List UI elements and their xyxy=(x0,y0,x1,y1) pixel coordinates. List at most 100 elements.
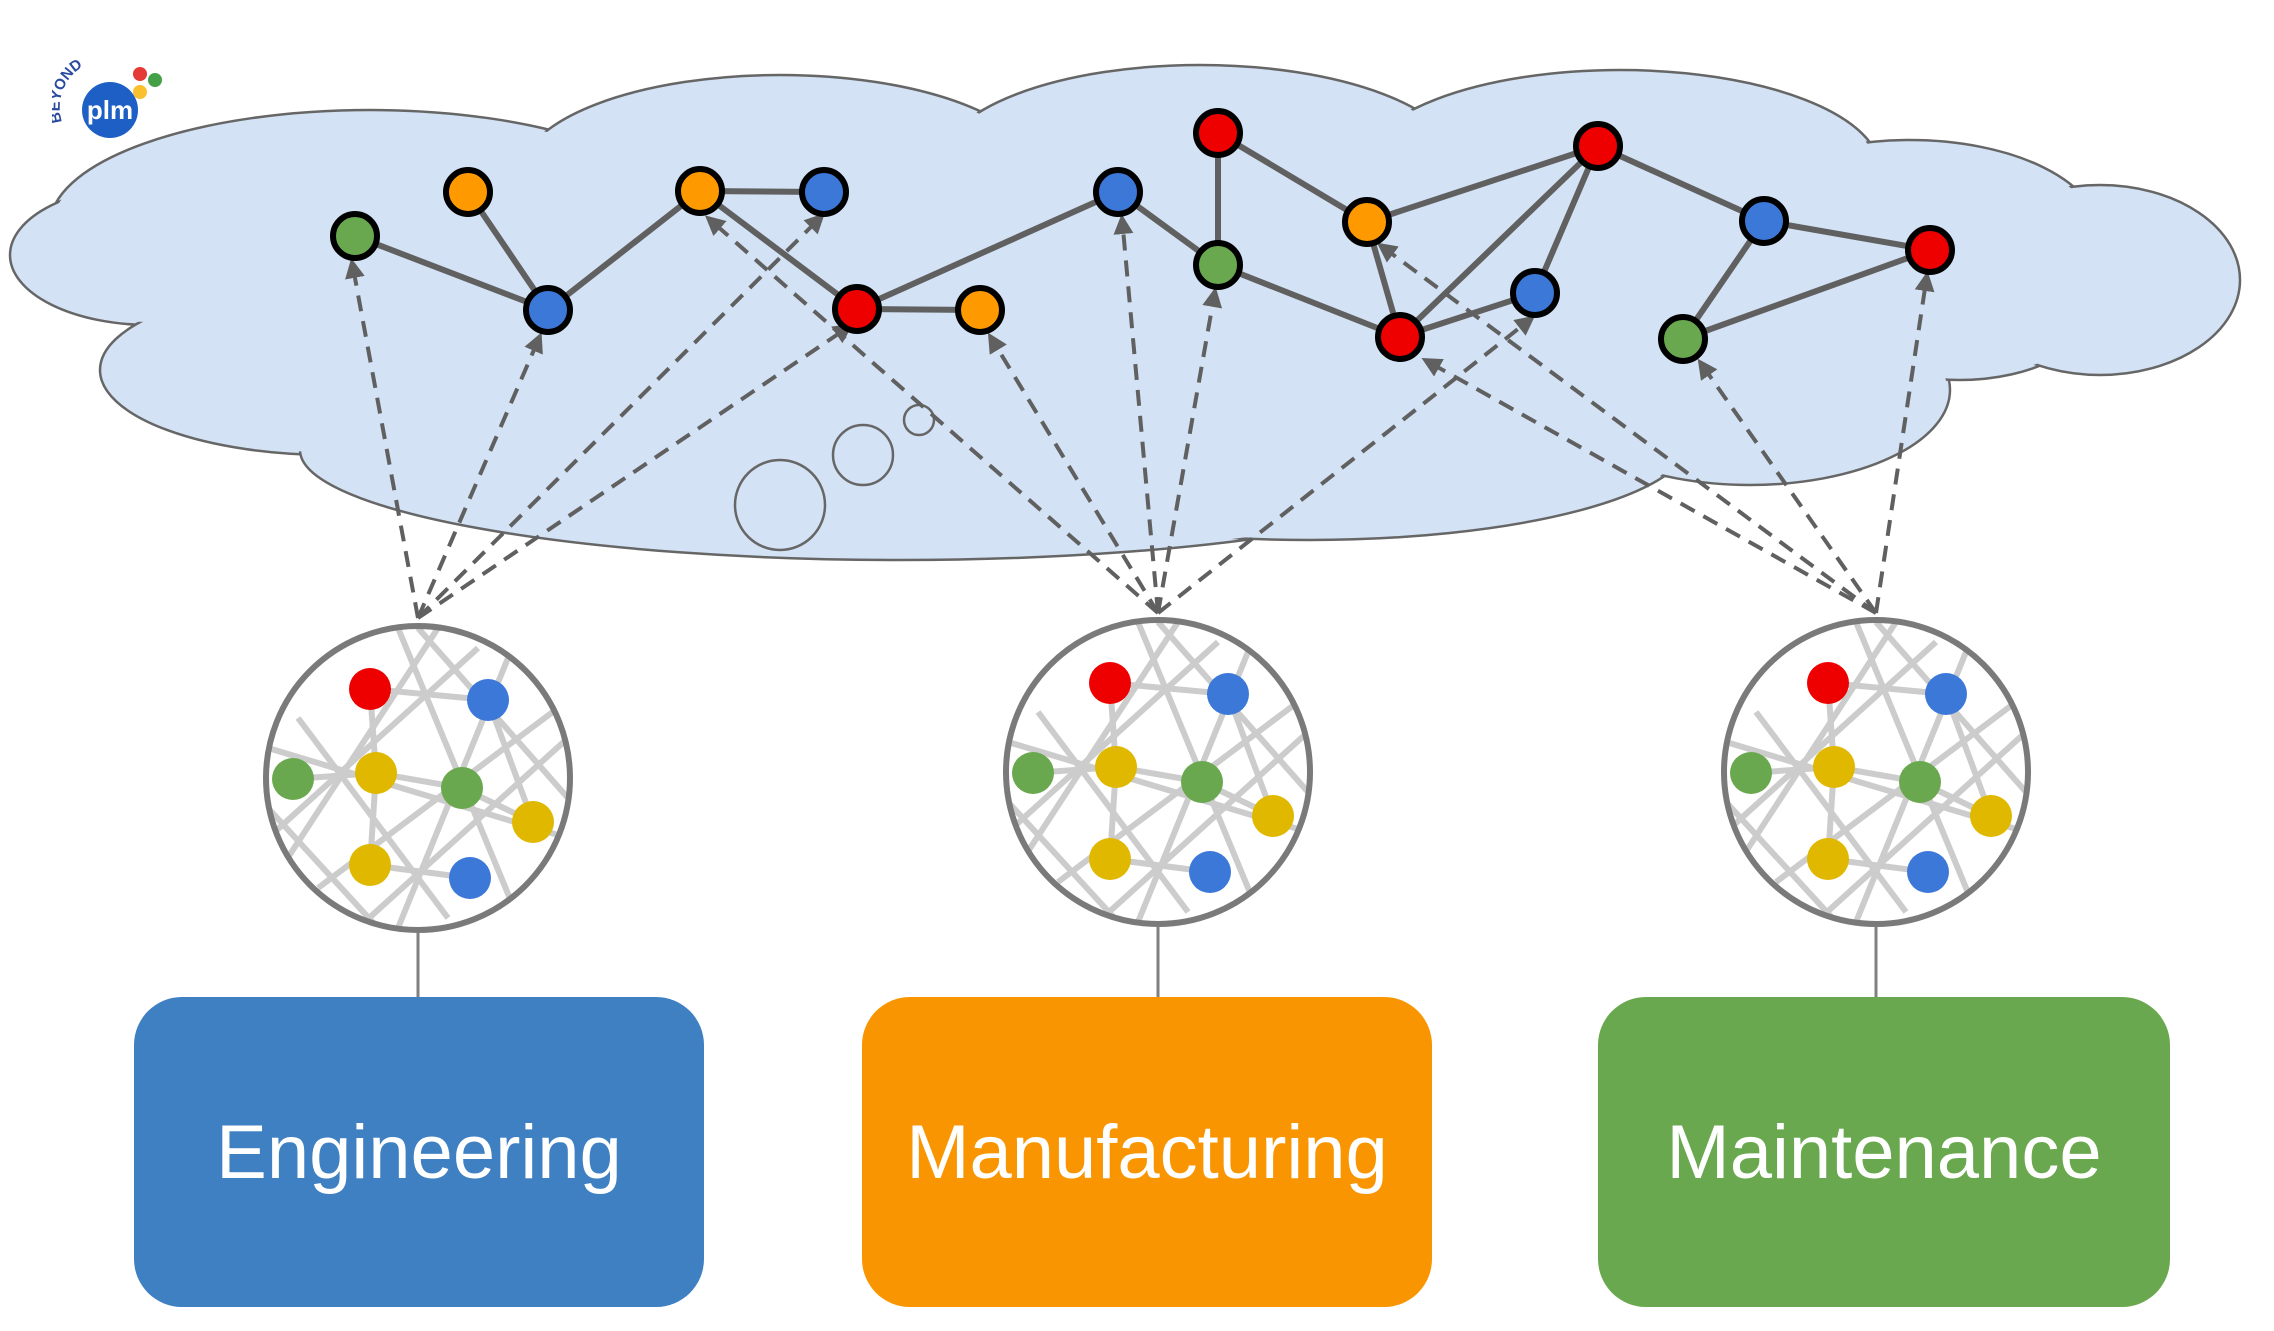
network-node-blue xyxy=(449,857,491,899)
cloud-graph-nodes xyxy=(330,108,1955,364)
cloud-node-orange xyxy=(1342,197,1392,247)
network-node-blue xyxy=(467,679,509,721)
cloud-edge xyxy=(1532,144,1601,295)
maintenance-label: Maintenance xyxy=(1666,1109,2102,1195)
cloud-node-blue xyxy=(799,167,849,217)
cloud-node-orange xyxy=(443,167,493,217)
network-node-green xyxy=(1730,752,1772,794)
network-node-green xyxy=(1181,761,1223,803)
logo-mark: BEYOND plm xyxy=(47,56,162,138)
cloud-node-blue xyxy=(523,285,573,335)
cloud-node-green xyxy=(1193,240,1243,290)
network-node-green xyxy=(1012,752,1054,794)
local-networks xyxy=(263,617,2031,933)
cloud-node-red xyxy=(1905,225,1955,275)
dashed-connector xyxy=(1156,315,1536,615)
network-node-green xyxy=(441,767,483,809)
network-link xyxy=(1095,729,1310,924)
dashed-connectors xyxy=(345,213,1935,620)
cloud-edge xyxy=(698,188,859,312)
cloud-node-red xyxy=(832,284,882,334)
logo-top-text: BEYOND xyxy=(52,56,86,125)
network-node-blue xyxy=(1207,673,1249,715)
logo-dot-red xyxy=(133,67,147,81)
thought-bubble xyxy=(902,403,936,437)
dashed-connector xyxy=(1156,287,1223,614)
logo-disc xyxy=(82,82,138,138)
manufacturing-box: Manufacturing xyxy=(862,997,1432,1307)
cloud-edge xyxy=(1216,262,1402,340)
network-node-green xyxy=(1899,761,1941,803)
local-network-engineering xyxy=(263,623,573,933)
network-link xyxy=(295,716,451,920)
network-link xyxy=(1006,620,1181,884)
cloud-node-blue xyxy=(1510,268,1560,318)
network-link xyxy=(266,805,381,930)
cloud-edge xyxy=(546,188,702,313)
cloud-edge xyxy=(1681,247,1932,342)
network-node-green xyxy=(272,758,314,800)
network-node-yellow xyxy=(349,844,391,886)
dashed-connector xyxy=(1874,271,1935,614)
network-link xyxy=(1724,639,1939,835)
network-node-yellow xyxy=(1813,746,1855,788)
cloud-edge xyxy=(1397,143,1601,340)
network-link xyxy=(266,645,481,841)
network-node-yellow xyxy=(1970,795,2012,837)
network-link xyxy=(1006,639,1221,835)
engineering-label: Engineering xyxy=(216,1109,622,1195)
dashed-connector xyxy=(416,213,825,620)
network-stems xyxy=(416,926,1878,997)
thought-bubbles xyxy=(733,403,936,552)
network-node-yellow xyxy=(1089,838,1131,880)
cloud-node-blue xyxy=(1093,167,1143,217)
cloud-node-green xyxy=(330,211,380,261)
dashed-connector xyxy=(1421,358,1877,615)
dashed-connector xyxy=(345,258,420,619)
network-node-blue xyxy=(1189,851,1231,893)
cloud-node-red xyxy=(1193,108,1243,158)
network-link xyxy=(1813,729,2028,924)
network-link xyxy=(1753,710,1909,914)
dashed-connector xyxy=(704,215,1160,615)
dashed-connector xyxy=(987,332,1160,615)
cloud-edge xyxy=(1763,218,1931,253)
cloud-node-blue xyxy=(1739,196,1789,246)
logo-dot-green xyxy=(148,73,162,87)
logo-dot-yellow xyxy=(133,85,147,99)
thought-bubble xyxy=(733,458,827,552)
logo-main-text: plm xyxy=(87,95,133,125)
cloud-edge xyxy=(1366,143,1599,225)
network-ring xyxy=(263,623,573,933)
network-ring xyxy=(1003,617,1313,927)
network-link xyxy=(1724,620,1899,884)
network-node-red xyxy=(1089,662,1131,704)
maintenance-box: Maintenance xyxy=(1598,997,2170,1307)
network-link xyxy=(266,626,441,890)
cloud-node-orange xyxy=(955,285,1005,335)
dashed-connector xyxy=(1113,214,1160,614)
network-link xyxy=(355,735,570,930)
thought-bubble xyxy=(831,423,895,487)
dashed-connector xyxy=(416,323,854,620)
local-network-manufacturing xyxy=(1003,617,1313,927)
network-link xyxy=(1006,799,1121,924)
cloud-edge xyxy=(855,189,1120,312)
network-node-yellow xyxy=(1095,746,1137,788)
cloud-lobe-fill xyxy=(1963,188,2237,372)
network-node-yellow xyxy=(355,752,397,794)
network-node-blue xyxy=(1907,851,1949,893)
network-ring xyxy=(1721,617,2031,927)
network-node-yellow xyxy=(1807,838,1849,880)
engineering-box: Engineering xyxy=(134,997,704,1307)
beyond-plm-logo: BEYOND plm xyxy=(47,52,182,152)
network-link xyxy=(1035,710,1191,914)
network-node-red xyxy=(349,668,391,710)
manufacturing-label: Manufacturing xyxy=(906,1109,1388,1195)
cloud-edge xyxy=(1216,130,1369,225)
network-link xyxy=(1724,799,1839,924)
network-node-red xyxy=(1807,662,1849,704)
local-network-maintenance xyxy=(1721,617,2031,927)
cloud-node-orange xyxy=(675,166,725,216)
